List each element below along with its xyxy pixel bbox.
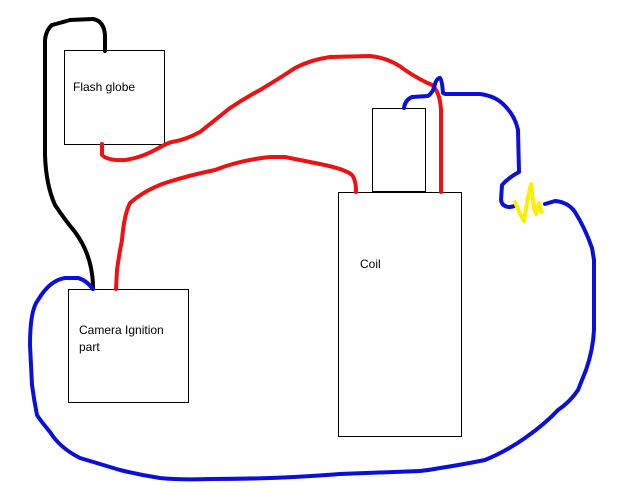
camera-ignition-label-line1: Camera Ignition	[79, 323, 164, 337]
flash-globe-box	[64, 50, 165, 145]
camera-ignition-box	[68, 289, 189, 403]
coil-box	[338, 192, 462, 437]
red-wire-globe-coil	[100, 54, 443, 194]
blue-wire-spark-ignition	[28, 199, 596, 482]
flash-globe-label: Flash globe	[73, 80, 135, 94]
spark-gap-icon	[513, 182, 543, 223]
coil-cap-box	[372, 108, 426, 192]
red-wire-ignition-coil	[114, 155, 358, 291]
black-wire	[43, 17, 107, 291]
camera-ignition-label-line2: part	[79, 340, 100, 354]
coil-label: Coil	[360, 257, 381, 271]
blue-wire-coil-spark	[402, 76, 521, 209]
